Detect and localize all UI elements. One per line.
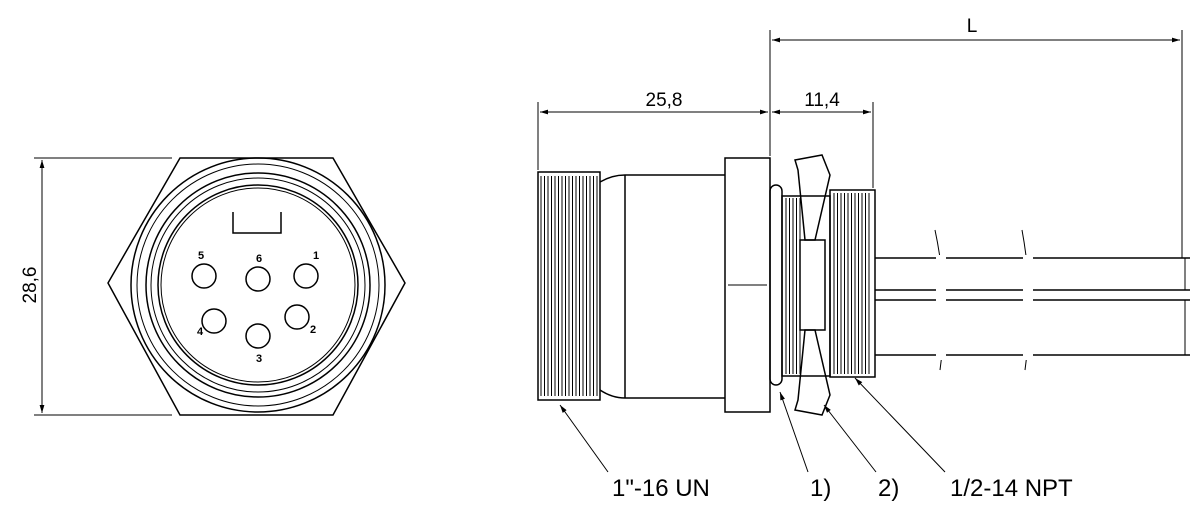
pin-label: 2: [310, 324, 316, 336]
pin-5: [191, 263, 217, 289]
item1-callout: 1): [810, 475, 831, 502]
pin-label: 1: [313, 250, 319, 262]
pin-label: 3: [256, 353, 262, 365]
dimensions-side: 25,8 11,4 L: [537, 16, 1183, 258]
pin-6: [245, 266, 271, 292]
side-view: [537, 154, 1190, 416]
pin-1: [293, 263, 319, 289]
pin-label: 4: [197, 326, 204, 338]
cable-length-label: L: [967, 16, 978, 37]
pin-label: 5: [198, 250, 204, 262]
front-view: 1 2 3 4 5 6: [107, 157, 406, 416]
pin-2: [284, 304, 310, 330]
thread-callout: 1"-16 UN: [612, 475, 710, 502]
dimension-height: 28,6: [20, 157, 172, 416]
item2-callout: 2): [878, 475, 899, 502]
pin-label: 6: [256, 253, 262, 265]
body-length-label: 25,8: [646, 90, 683, 111]
nut-length-label: 11,4: [804, 90, 840, 111]
height-label: 28,6: [20, 267, 41, 304]
callouts: 1"-16 UN 1) 2) 1/2-14 NPT: [559, 377, 1073, 502]
pins: 1 2 3 4 5 6: [191, 250, 319, 365]
pin-3: [245, 323, 271, 349]
npt-callout: 1/2-14 NPT: [950, 475, 1073, 502]
pin-4: [201, 308, 227, 334]
